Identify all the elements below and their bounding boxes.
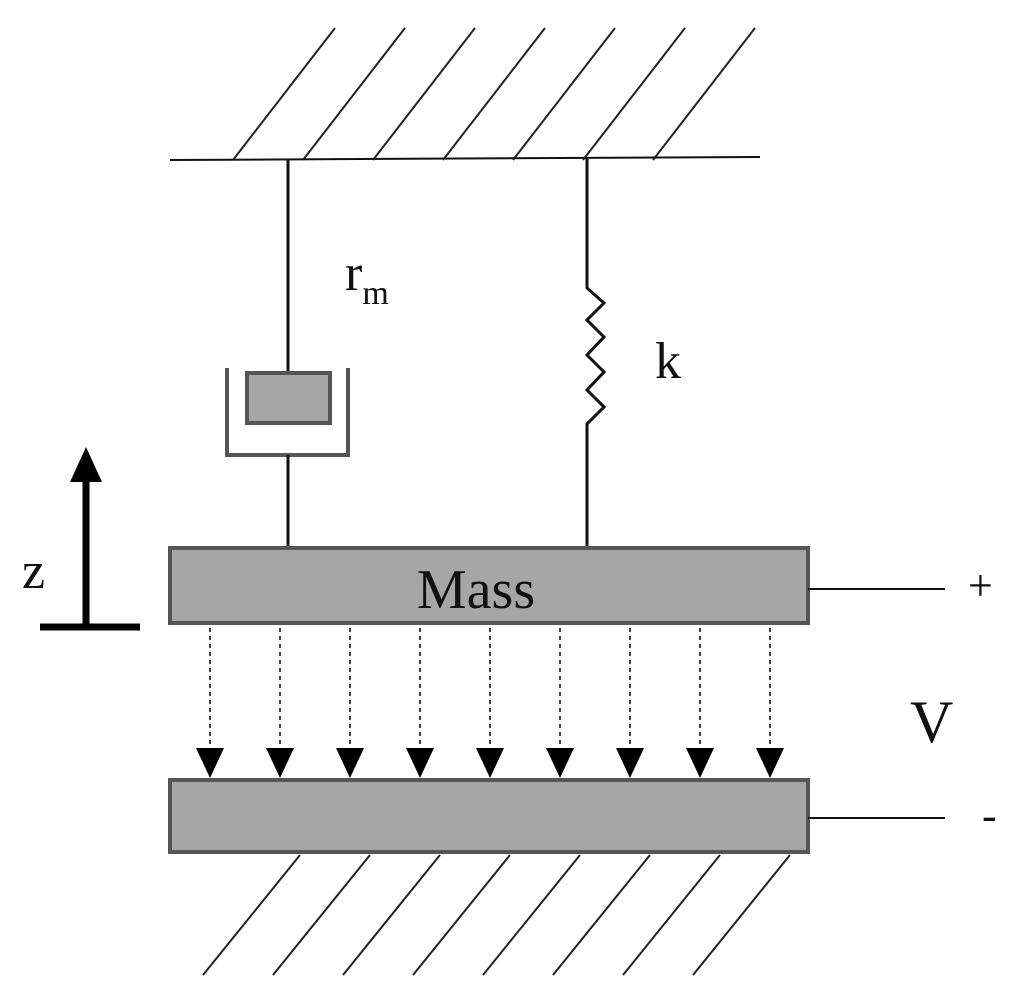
top-support-line [169, 156, 761, 161]
damper-label-symbol: r [345, 245, 362, 302]
spring-coil [584, 158, 607, 548]
damper-label-subscript: m [362, 275, 388, 312]
fixed-electrode-plate [168, 778, 810, 854]
field-arrow [336, 628, 364, 778]
top-fixed-support [169, 27, 761, 161]
damper [225, 159, 350, 548]
damper-piston [245, 371, 332, 425]
field-arrow [196, 628, 224, 778]
negative-terminal-label: - [982, 791, 997, 840]
positive-terminal-label: + [968, 561, 993, 610]
field-arrow [266, 628, 294, 778]
top-support-hatching [232, 27, 756, 161]
damper-label: rm [345, 245, 389, 312]
mass-label: Mass [417, 559, 535, 621]
field-arrow [616, 628, 644, 778]
field-arrow [756, 628, 784, 778]
displacement-indicator [40, 447, 140, 631]
displacement-arrowhead [70, 447, 102, 482]
electric-field-arrows [196, 628, 784, 778]
field-arrow [546, 628, 574, 778]
spring [584, 158, 607, 548]
field-arrow [406, 628, 434, 778]
mass-plate [168, 546, 810, 625]
field-arrow [686, 628, 714, 778]
spring-label: k [655, 333, 681, 390]
bottom-support-hatching [202, 854, 791, 976]
voltage-label: V [910, 689, 953, 755]
displacement-label: z [22, 543, 45, 600]
field-arrow [476, 628, 504, 778]
